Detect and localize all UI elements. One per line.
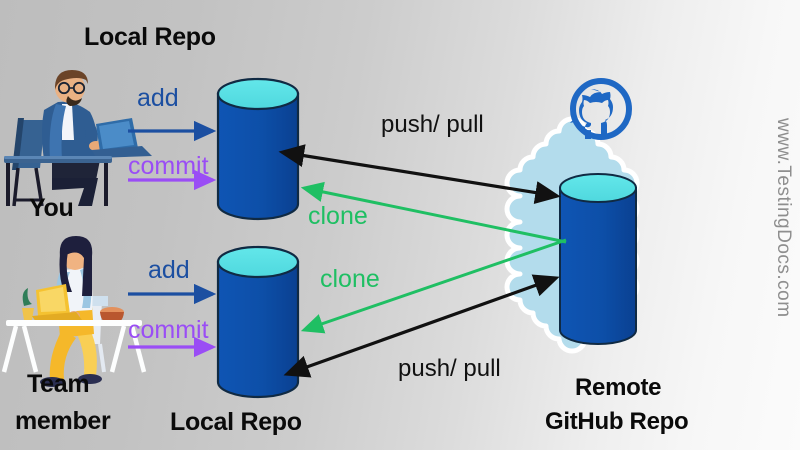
arrow-clone-top [300,181,567,244]
title-remote-line2: GitHub Repo [545,408,689,435]
label-push-pull-top: push/ pull [381,111,484,138]
label-team-line1: Team [27,370,90,398]
label-push-pull-bottom: push/ pull [398,355,501,382]
title-remote-line1: Remote [575,374,662,401]
label-you: You [29,194,74,222]
arrow-push-pull-top [278,144,561,204]
label-add-bottom: add [148,256,190,284]
label-clone-top: clone [308,202,368,230]
person-at-desk-icon [1,236,147,387]
title-local-repo-bottom: Local Repo [170,408,302,436]
label-team-line2: member [15,407,111,435]
label-commit-top: commit [128,152,209,180]
title-local-repo-top: Local Repo [84,23,216,51]
person-at-laptop-icon [4,70,152,207]
arrow-clone-bottom [300,238,567,334]
label-add-top: add [137,84,179,112]
database-cylinder-icon-remote [559,173,637,345]
watermark-text: www.TestingDocs.com [773,118,794,318]
database-cylinder-icon-local-top [216,77,300,221]
github-octocat-icon [570,78,632,140]
arrow-push-pull-bottom [283,274,560,378]
database-cylinder-icon-local-bottom [216,245,300,399]
label-clone-bottom: clone [320,265,380,293]
label-commit-bottom: commit [128,316,209,344]
